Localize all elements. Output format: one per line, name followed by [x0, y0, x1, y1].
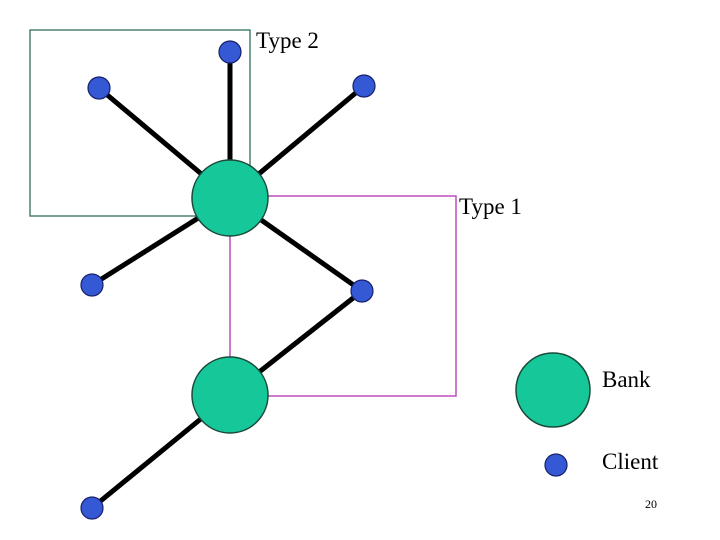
client-node-5[interactable]	[350, 279, 374, 303]
group-label-type2: Type 2	[256, 28, 319, 53]
client-node-1[interactable]	[87, 76, 111, 100]
legend-client-marker	[544, 453, 568, 477]
client-node-6[interactable]	[80, 496, 104, 520]
group-label-type1: Type 1	[459, 194, 522, 219]
legend-bank-marker	[515, 352, 591, 428]
client-node-2[interactable]	[218, 40, 242, 64]
edge-group	[89, 49, 367, 511]
legend-label-bank: Bank	[602, 367, 651, 392]
legend-label-client: Client	[602, 449, 659, 474]
client-node-4[interactable]	[80, 273, 104, 297]
slide-number: 20	[645, 497, 657, 511]
bank-node-2[interactable]	[191, 356, 269, 434]
group-box-type2	[29, 29, 251, 217]
bank-node-1[interactable]	[191, 159, 269, 237]
client-node-3[interactable]	[352, 74, 376, 98]
group-box-type1	[229, 195, 457, 397]
